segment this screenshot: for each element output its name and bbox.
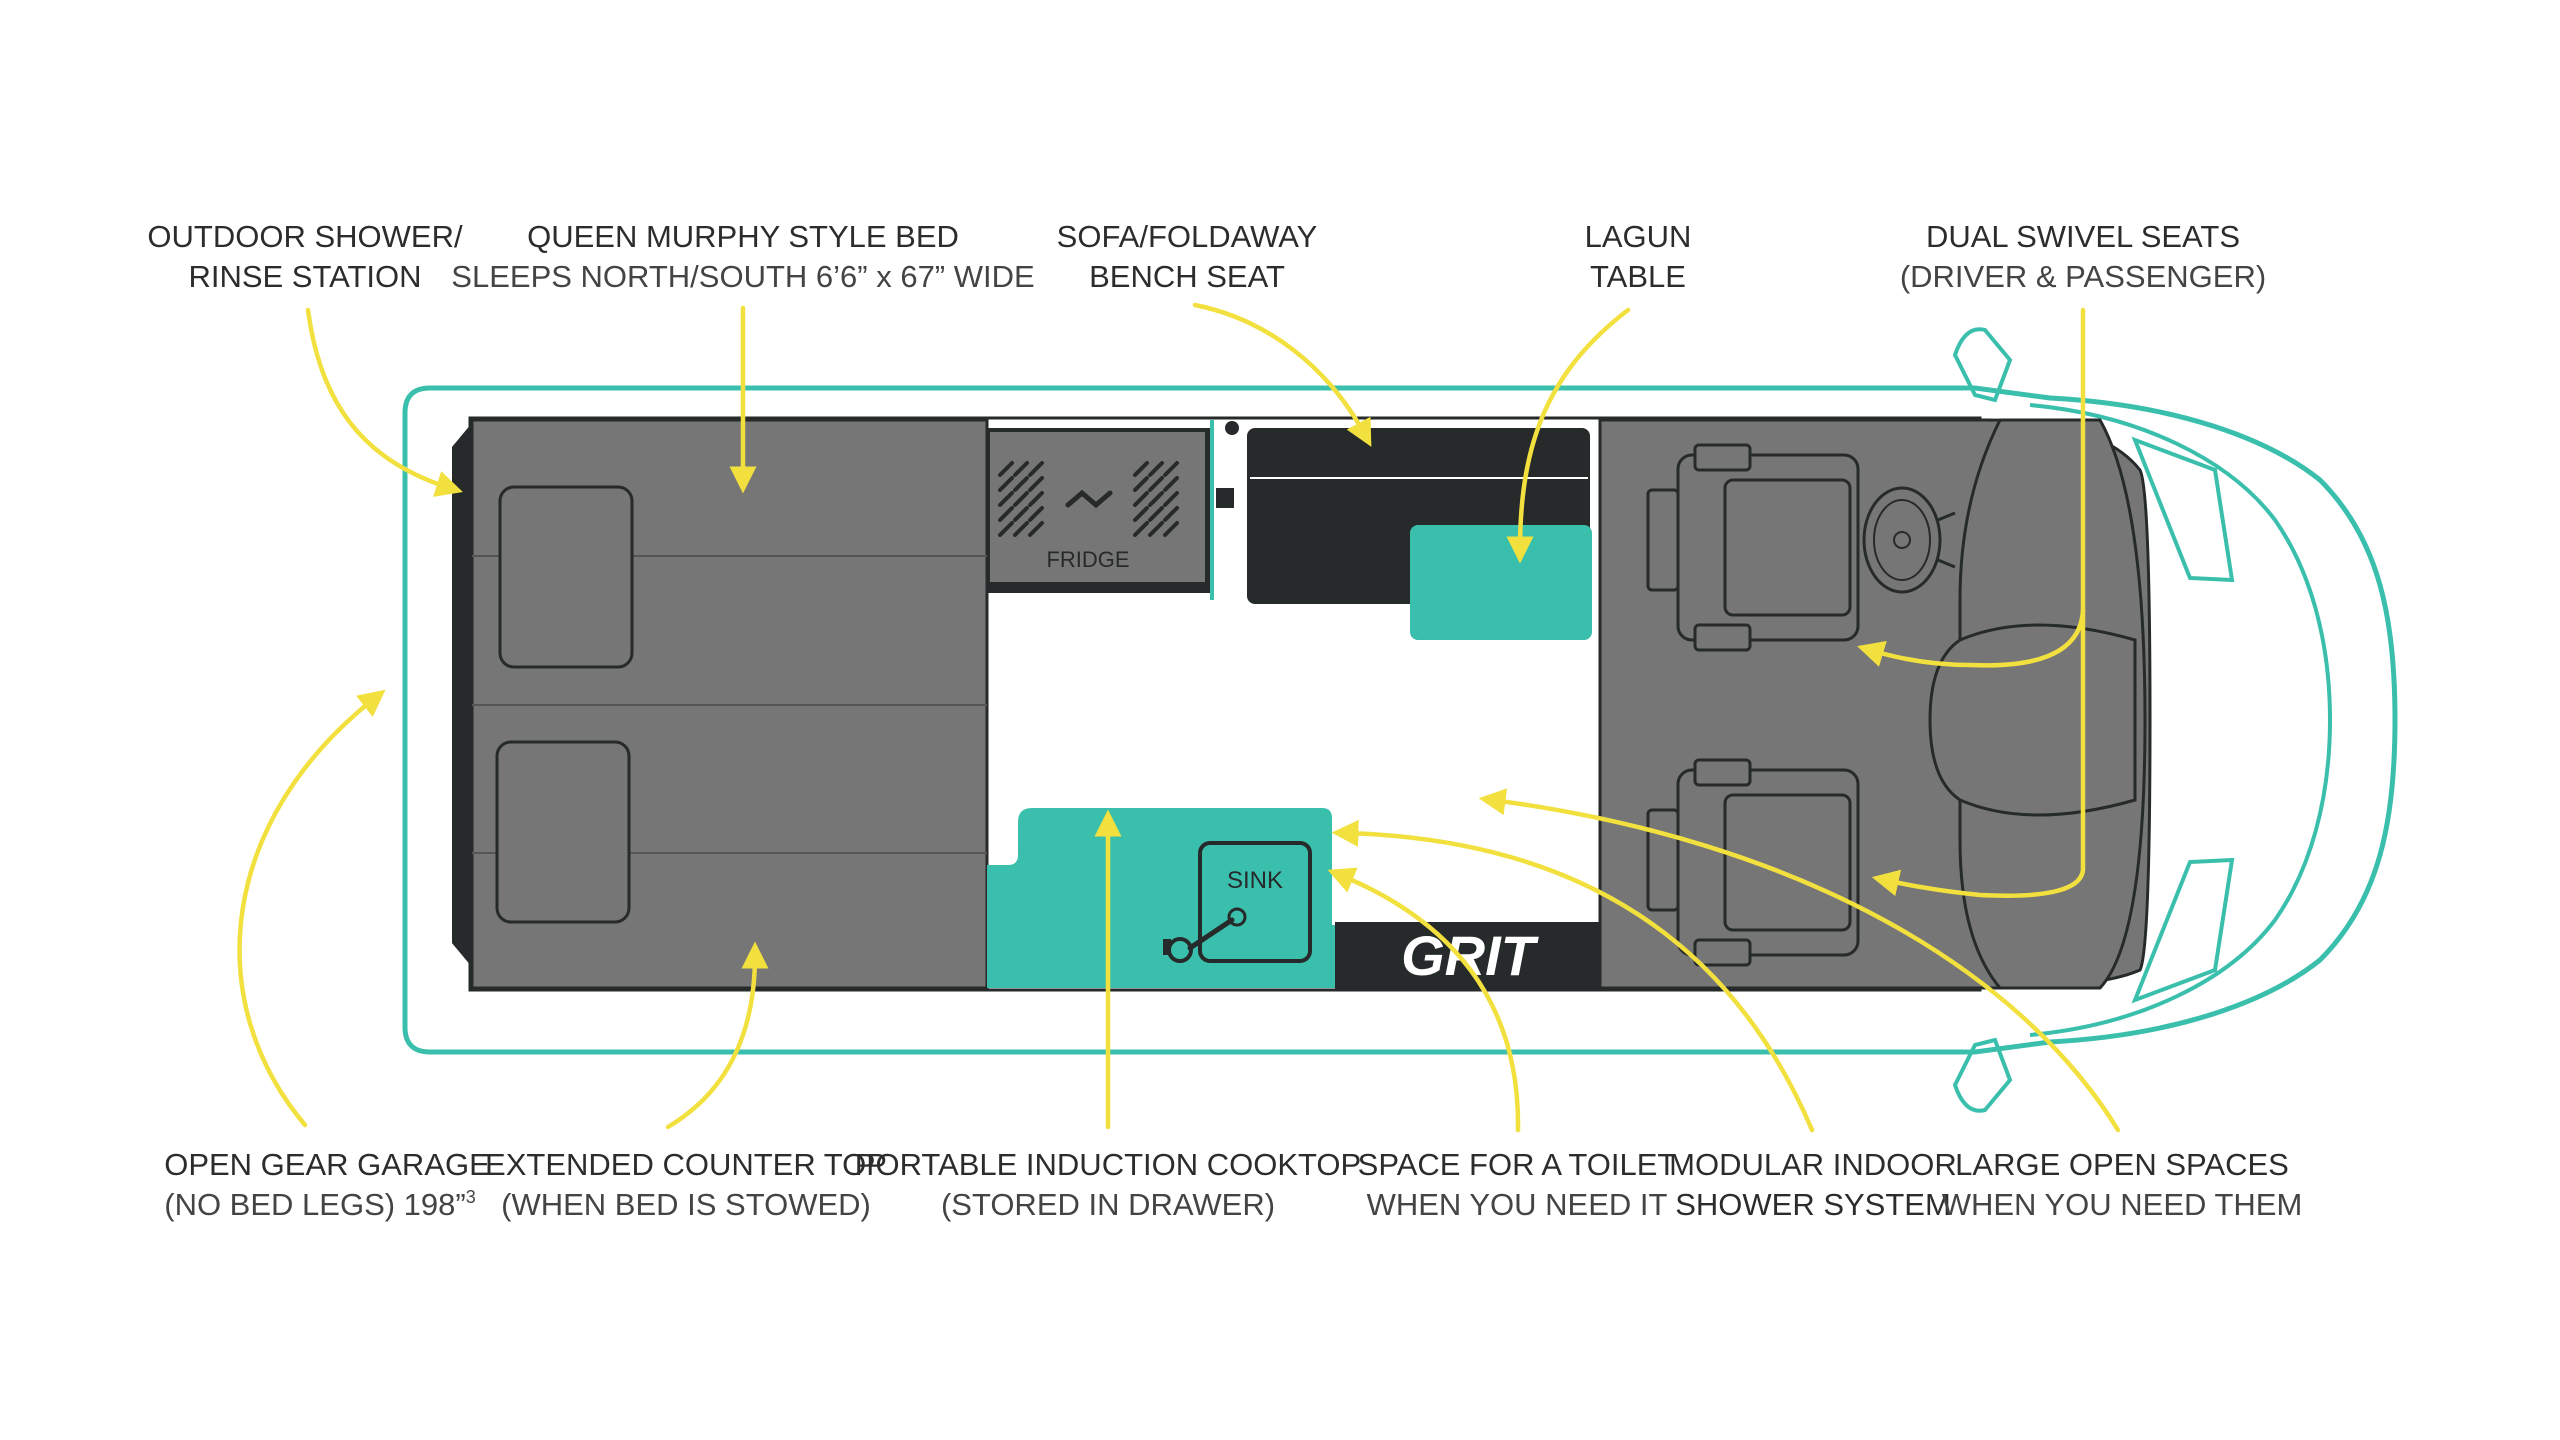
arrow-swivel-driver xyxy=(1857,307,2086,668)
fridge-brand-chevron-icon xyxy=(1065,489,1113,509)
lagun-table-line2: TABLE xyxy=(1590,259,1686,294)
rear-door xyxy=(452,421,473,969)
toilet-space-line1: SPACE FOR A TOILET xyxy=(1358,1147,1677,1182)
mirror-top xyxy=(1952,327,2013,403)
swivel-seats-line2: (DRIVER & PASSENGER) xyxy=(1900,259,2266,294)
passenger-seat xyxy=(1646,758,1860,967)
label-gear-garage: OPEN GEAR GARAGE (NO BED LEGS) 198”3 xyxy=(164,1147,490,1222)
counter-top-line1: EXTENDED COUNTER TOP xyxy=(485,1147,887,1182)
mirror-bottom xyxy=(1952,1037,2013,1113)
shower-system-line1: MODULAR INDOOR xyxy=(1669,1147,1957,1182)
open-spaces-line2: WHEN YOU NEED THEM xyxy=(1942,1187,2303,1222)
murphy-bed-line1: QUEEN MURPHY STYLE BED xyxy=(527,219,959,254)
label-sofa-bench: SOFA/FOLDAWAY BENCH SEAT xyxy=(1057,219,1318,294)
driver-seat-cushion xyxy=(1723,478,1852,617)
label-lagun-table: LAGUN TABLE xyxy=(1585,219,1692,294)
sofa-bench-line1: SOFA/FOLDAWAY xyxy=(1057,219,1318,254)
fridge-knob xyxy=(1216,488,1234,508)
outdoor-shower-line2: RINSE STATION xyxy=(188,259,421,294)
passenger-armrest-top xyxy=(1693,758,1752,787)
headlight-top xyxy=(2131,436,2235,583)
driver-seat xyxy=(1646,443,1860,652)
passenger-armrest-bottom xyxy=(1693,938,1752,967)
hood-line-lower xyxy=(2029,719,2332,1037)
label-open-spaces: LARGE OPEN SPACES WHEN YOU NEED THEM xyxy=(1942,1147,2303,1222)
pillow-bottom xyxy=(495,740,631,924)
sofa-post xyxy=(1225,421,1239,435)
sofa-bench-line2: BENCH SEAT xyxy=(1089,259,1285,294)
arrow-sofa-bench xyxy=(1192,302,1372,447)
fridge-label: FRIDGE xyxy=(1046,547,1129,572)
faucet-arm xyxy=(1187,917,1235,951)
cab-area xyxy=(1598,418,2152,990)
label-murphy-bed: QUEEN MURPHY STYLE BED SLEEPS NORTH/SOUT… xyxy=(451,219,1034,294)
counter-top-line2: (WHEN BED IS STOWED) xyxy=(501,1187,871,1222)
dashboard-console xyxy=(1959,623,2137,817)
fridge-unit: FRIDGE xyxy=(987,420,1234,600)
arrow-lagun-table xyxy=(1506,307,1631,564)
gear-garage-line2-text: (NO BED LEGS) 198” xyxy=(164,1187,465,1222)
arrow-open-spaces xyxy=(1478,788,2121,1133)
gear-garage-line2: (NO BED LEGS) 198”3 xyxy=(164,1187,476,1222)
murphy-bed-line2: SLEEPS NORTH/SOUTH 6’6” x 67” WIDE xyxy=(451,259,1034,294)
label-shower-system: MODULAR INDOOR SHOWER SYSTEM xyxy=(1669,1147,1957,1222)
brand-block: GRIT xyxy=(1335,922,1600,990)
van-interior: FRIDGE SINK GRIT xyxy=(452,416,2152,992)
sink-basin xyxy=(1198,841,1312,963)
sofa-bench xyxy=(1225,421,1592,640)
hood-line-upper xyxy=(2029,403,2332,721)
passenger-seat-back xyxy=(1646,808,1680,912)
headlight-bottom xyxy=(2131,857,2235,1004)
label-toilet-space: SPACE FOR A TOILET WHEN YOU NEED IT xyxy=(1358,1147,1677,1222)
label-counter-top: EXTENDED COUNTER TOP (WHEN BED IS STOWED… xyxy=(485,1147,887,1222)
callout-arrows xyxy=(237,302,2121,1133)
faucet-handle xyxy=(1163,939,1171,955)
van-body-outline xyxy=(402,385,2398,1055)
arrow-gear-garage xyxy=(237,689,386,1128)
swivel-seats-line1: DUAL SWIVEL SEATS xyxy=(1926,219,2240,254)
driver-seat-back xyxy=(1646,488,1680,592)
toilet-space-line2: WHEN YOU NEED IT xyxy=(1367,1187,1668,1222)
arrow-swivel-passenger xyxy=(1871,607,2086,898)
brand-logo: GRIT xyxy=(1401,924,1540,987)
arrow-toilet-space xyxy=(1327,867,1521,1133)
open-spaces-line1: LARGE OPEN SPACES xyxy=(1955,1147,2289,1182)
label-cooktop: PORTABLE INDUCTION COOKTOP (STORED IN DR… xyxy=(855,1147,1361,1222)
gear-garage-line1: OPEN GEAR GARAGE xyxy=(164,1147,490,1182)
cooktop-line1: PORTABLE INDUCTION COOKTOP xyxy=(855,1147,1361,1182)
outdoor-shower-line1: OUTDOOR SHOWER/ xyxy=(147,219,463,254)
brand-background xyxy=(1335,922,1600,990)
steering-wheel-icon xyxy=(1862,486,1956,594)
arrow-counter-top xyxy=(665,941,769,1130)
driver-armrest-bottom xyxy=(1693,623,1752,652)
passenger-seat-cushion xyxy=(1723,793,1852,932)
lagun-table-line1: LAGUN xyxy=(1585,219,1692,254)
arrow-shower-system xyxy=(1331,819,1815,1133)
lagun-table xyxy=(1410,525,1592,640)
gear-garage-superscript: 3 xyxy=(466,1187,476,1207)
dashboard xyxy=(1928,418,2147,990)
sink-drain xyxy=(1227,907,1247,927)
arrow-outdoor-shower xyxy=(305,307,463,497)
cooktop-line2: (STORED IN DRAWER) xyxy=(941,1187,1275,1222)
fridge-vent-right xyxy=(1133,461,1179,537)
murphy-bed xyxy=(470,418,989,990)
fridge-vent-left xyxy=(998,461,1044,537)
label-outdoor-shower: OUTDOOR SHOWER/ RINSE STATION xyxy=(147,219,463,294)
kitchen-counter: SINK xyxy=(987,808,1335,988)
label-swivel-seats: DUAL SWIVEL SEATS (DRIVER & PASSENGER) xyxy=(1900,219,2266,294)
driver-armrest-top xyxy=(1693,443,1752,472)
van-outline xyxy=(402,327,2398,1113)
pillow-top xyxy=(498,485,634,669)
shower-system-line2: SHOWER SYSTEM xyxy=(1675,1187,1951,1222)
sink-label: SINK xyxy=(1227,867,1283,894)
fridge-handle xyxy=(1205,478,1213,526)
